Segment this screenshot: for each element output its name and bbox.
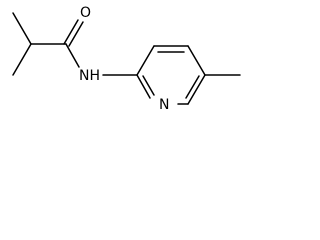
atom-oxygen-label: O xyxy=(80,5,91,21)
atom-amide-nitrogen-label: NH xyxy=(79,68,100,84)
bond-ring-inner-c5-c6 xyxy=(185,75,200,99)
bond-carbonyl-double-a xyxy=(63,19,79,45)
bond-carbonyl-double-b xyxy=(68,21,84,47)
bond-ring-inner-c2-n xyxy=(142,75,155,96)
structure-canvas: O NH N xyxy=(0,0,246,120)
chemical-structure-diagram: O NH N xyxy=(12,5,241,113)
bond-carbonyl-nitrogen xyxy=(65,43,80,68)
bond-ring-c2-c3 xyxy=(136,45,155,76)
bond-methyl-lower xyxy=(12,43,32,76)
bond-ring-n-c2 xyxy=(136,74,151,99)
atom-ring-nitrogen-label: N xyxy=(159,97,169,113)
bond-ring-c4-c5 xyxy=(187,45,206,76)
bond-methyl-upper xyxy=(12,12,32,45)
bond-ring-c5-c6 xyxy=(187,74,206,105)
